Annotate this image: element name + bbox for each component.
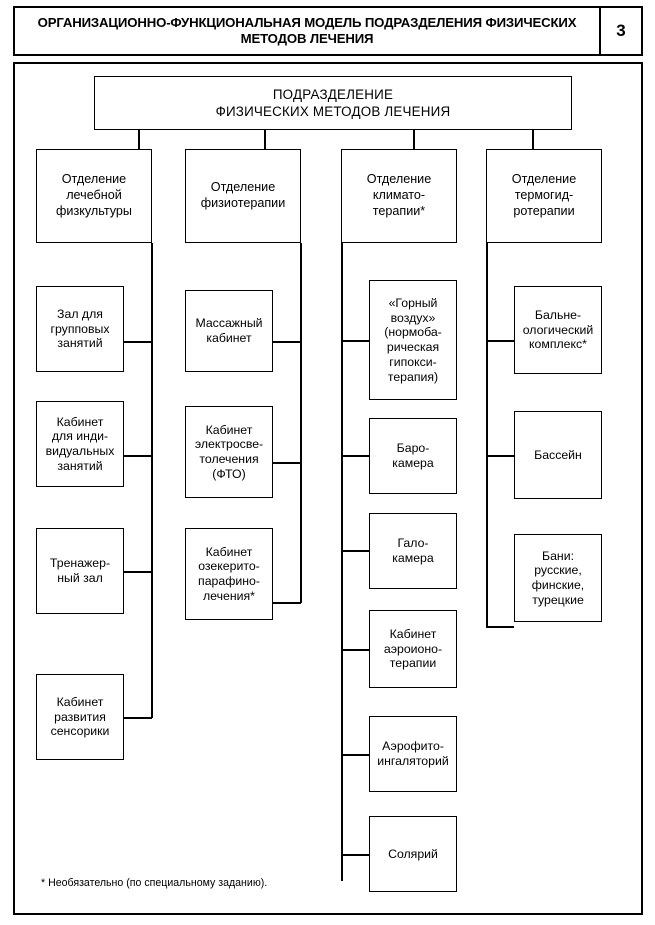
node-dept-physiotherapy[interactable]: Отделение физиотерапии: [185, 149, 301, 243]
stub-c2-3: [273, 602, 301, 604]
page-number: 3: [599, 6, 643, 56]
connector-root-to-dept1: [138, 130, 140, 149]
node-dept1-label: Отделение лечебной физкультуры: [56, 172, 132, 218]
connector-root-to-dept4: [532, 130, 534, 149]
node-c1-2-label: Кабинет для инди- видуальных занятий: [45, 414, 115, 473]
node-gym-hall[interactable]: Тренажер- ный зал: [36, 528, 124, 614]
node-c3-3-label: Гало- камера: [392, 536, 434, 565]
node-root[interactable]: ПОДРАЗДЕЛЕНИЕ ФИЗИЧЕСКИХ МЕТОДОВ ЛЕЧЕНИЯ: [94, 76, 572, 130]
header-title-cell: ОРГАНИЗАЦИОННО-ФУНКЦИОНАЛЬНАЯ МОДЕЛЬ ПОД…: [13, 6, 599, 56]
node-swimming-pool[interactable]: Бассейн: [514, 411, 602, 499]
stub-c2-2: [273, 462, 301, 464]
stub-c3-4: [341, 649, 369, 651]
connector-root-to-dept2: [264, 130, 266, 149]
stub-c3-1: [341, 340, 369, 342]
node-balneological-complex[interactable]: Бальне- ологический комплекс*: [514, 286, 602, 374]
stub-c1-3: [124, 571, 152, 573]
trunk-column-3: [341, 243, 343, 881]
node-ozokerite-paraffin-room[interactable]: Кабинет озекерито- парафино- лечения*: [185, 528, 273, 620]
trunk-column-1: [151, 243, 153, 718]
node-c3-5-label: Аэрофито- ингаляторий: [377, 739, 449, 768]
node-solarium[interactable]: Солярий: [369, 816, 457, 892]
node-c1-4-label: Кабинет развития сенсорики: [50, 694, 110, 739]
node-mountain-air-hypoxitherapy[interactable]: «Горный воздух» (нормоба- рическая гипок…: [369, 280, 457, 400]
diagram-frame: ПОДРАЗДЕЛЕНИЕ ФИЗИЧЕСКИХ МЕТОДОВ ЛЕЧЕНИЯ…: [13, 62, 643, 915]
stub-c4-3: [486, 626, 514, 628]
node-root-label: ПОДРАЗДЕЛЕНИЕ ФИЗИЧЕСКИХ МЕТОДОВ ЛЕЧЕНИЯ: [215, 86, 451, 119]
page-title: ОРГАНИЗАЦИОННО-ФУНКЦИОНАЛЬНАЯ МОДЕЛЬ ПОД…: [37, 14, 577, 46]
stub-c4-1: [486, 340, 514, 342]
node-c3-1-label: «Горный воздух» (нормоба- рическая гипок…: [384, 295, 442, 384]
node-sensory-development-room[interactable]: Кабинет развития сенсорики: [36, 674, 124, 760]
stub-c2-1: [273, 341, 301, 343]
node-dept2-label: Отделение физиотерапии: [200, 180, 286, 210]
stub-c3-2: [341, 455, 369, 457]
node-halochamber[interactable]: Гало- камера: [369, 513, 457, 589]
node-c1-3-label: Тренажер- ный зал: [49, 556, 111, 585]
trunk-column-4: [486, 243, 488, 627]
node-dept-thermohydrotherapy[interactable]: Отделение термогид- ротерапии: [486, 149, 602, 243]
node-c4-2-label: Бассейн: [534, 447, 582, 462]
stub-c1-4: [124, 717, 152, 719]
node-c4-1-label: Бальне- ологический комплекс*: [522, 307, 594, 352]
node-c2-2-label: Кабинет электросве- толечения (ФТО): [194, 422, 264, 481]
footnote: * Необязательно (по специальному заданию…: [41, 877, 268, 889]
node-electrophototherapy-room[interactable]: Кабинет электросве- толечения (ФТО): [185, 406, 273, 498]
stub-c3-6: [341, 854, 369, 856]
connector-root-to-dept3: [413, 130, 415, 149]
stub-c1-1: [124, 341, 152, 343]
stub-c1-2: [124, 455, 152, 457]
node-c3-4-label: Кабинет аэроионо- терапии: [383, 626, 443, 671]
node-dept3-label: Отделение климато- терапии*: [366, 172, 432, 218]
node-dept-therapeutic-physical-culture[interactable]: Отделение лечебной физкультуры: [36, 149, 152, 243]
page-header: ОРГАНИЗАЦИОННО-ФУНКЦИОНАЛЬНАЯ МОДЕЛЬ ПОД…: [13, 6, 643, 56]
node-c2-3-label: Кабинет озекерито- парафино- лечения*: [198, 544, 260, 603]
node-barochamber[interactable]: Баро- камера: [369, 418, 457, 494]
node-c1-1-label: Зал для групповых занятий: [50, 306, 110, 351]
node-c3-6-label: Солярий: [388, 846, 438, 861]
node-individual-exercise-room[interactable]: Кабинет для инди- видуальных занятий: [36, 401, 124, 487]
trunk-column-2: [300, 243, 302, 603]
node-aeroionotherapy-room[interactable]: Кабинет аэроионо- терапии: [369, 610, 457, 688]
node-c3-2-label: Баро- камера: [392, 441, 434, 470]
node-dept-climatotherapy[interactable]: Отделение климато- терапии*: [341, 149, 457, 243]
node-massage-room[interactable]: Массажный кабинет: [185, 290, 273, 372]
node-c4-3-label: Бани: русские, финские, турецкие: [531, 548, 585, 607]
node-aerophyto-inhalatorium[interactable]: Аэрофито- ингаляторий: [369, 716, 457, 792]
node-dept4-label: Отделение термогид- ротерапии: [511, 172, 577, 218]
stub-c3-3: [341, 550, 369, 552]
node-group-exercise-hall[interactable]: Зал для групповых занятий: [36, 286, 124, 372]
node-baths-russian-finnish-turkish[interactable]: Бани: русские, финские, турецкие: [514, 534, 602, 622]
node-c2-1-label: Массажный кабинет: [195, 316, 263, 345]
stub-c3-5: [341, 754, 369, 756]
stub-c4-2: [486, 455, 514, 457]
